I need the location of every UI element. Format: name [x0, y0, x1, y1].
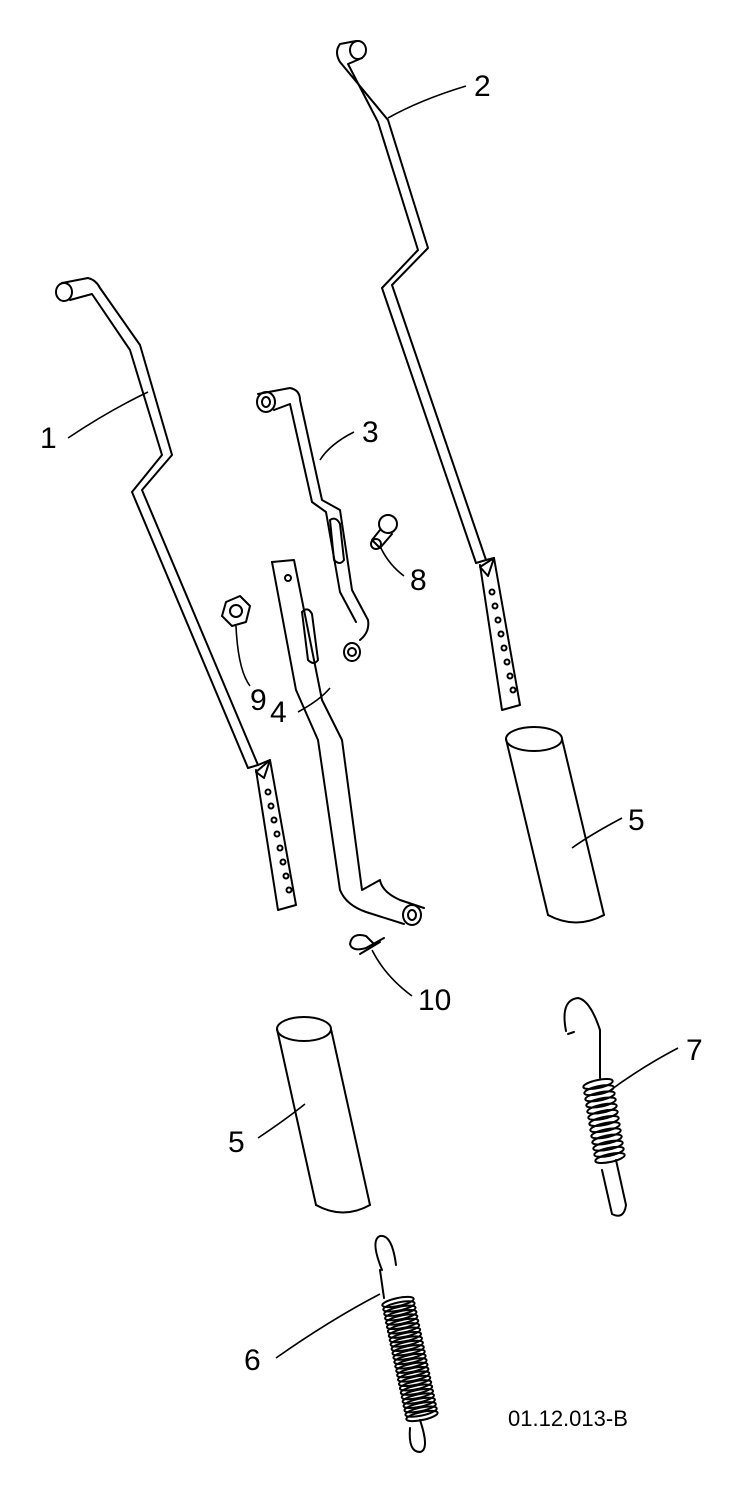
leader-7: [607, 1047, 679, 1093]
leader-4: [297, 687, 331, 713]
part-8-clevis-pin: [370, 514, 398, 550]
leader-9: [235, 625, 251, 687]
spring-coil: [590, 1127, 622, 1140]
part-4-lever-rod: [271, 559, 425, 926]
part-10-hairpin-clip: [349, 934, 385, 955]
spring-coil: [405, 1409, 439, 1423]
callout-7: 7: [686, 1034, 703, 1067]
leader-2: [387, 85, 467, 119]
leader-lines: [67, 85, 679, 1359]
leader-10: [371, 949, 413, 997]
spring-coil: [587, 1108, 619, 1121]
part-5-sleeve-lower: [276, 1016, 371, 1214]
leader-5-upper: [571, 817, 623, 849]
callout-9: 9: [250, 684, 267, 717]
spring-coil: [586, 1102, 618, 1115]
drawing-reference-code: 01.12.013-B: [508, 1406, 628, 1431]
leader-5-lower: [257, 1103, 306, 1139]
spring-coil: [584, 1090, 616, 1103]
callout-6: 6: [244, 1344, 261, 1377]
spring-coil: [594, 1151, 626, 1165]
part-1-rod: [55, 277, 297, 911]
spring-coil: [582, 1077, 614, 1091]
leader-6: [275, 1293, 381, 1359]
spring-coil: [585, 1096, 617, 1109]
part-3-bracket-rod: [256, 387, 370, 662]
spring-coil: [591, 1133, 623, 1146]
callout-5-upper: 5: [628, 804, 645, 837]
spring-coil: [592, 1139, 624, 1152]
leader-3: [319, 431, 355, 461]
callout-4: 4: [270, 696, 287, 729]
part-5-sleeve-upper: [505, 726, 605, 924]
spring-coil: [589, 1121, 621, 1134]
callout-5-lower: 5: [228, 1126, 245, 1159]
spring-coil: [404, 1405, 438, 1418]
callout-10: 10: [418, 984, 451, 1017]
part-6-spring-large: [374, 1234, 439, 1453]
part-2-rod: [336, 40, 521, 711]
callout-1: 1: [40, 422, 57, 455]
callout-3: 3: [362, 416, 379, 449]
callout-2: 2: [474, 70, 491, 103]
part-7-spring-small: [563, 997, 627, 1217]
spring-coil: [593, 1145, 625, 1158]
spring-coil: [588, 1114, 620, 1128]
callout-8: 8: [410, 564, 427, 597]
leader-1: [67, 391, 149, 439]
leader-8: [379, 545, 405, 577]
part-9-nut: [221, 595, 251, 627]
